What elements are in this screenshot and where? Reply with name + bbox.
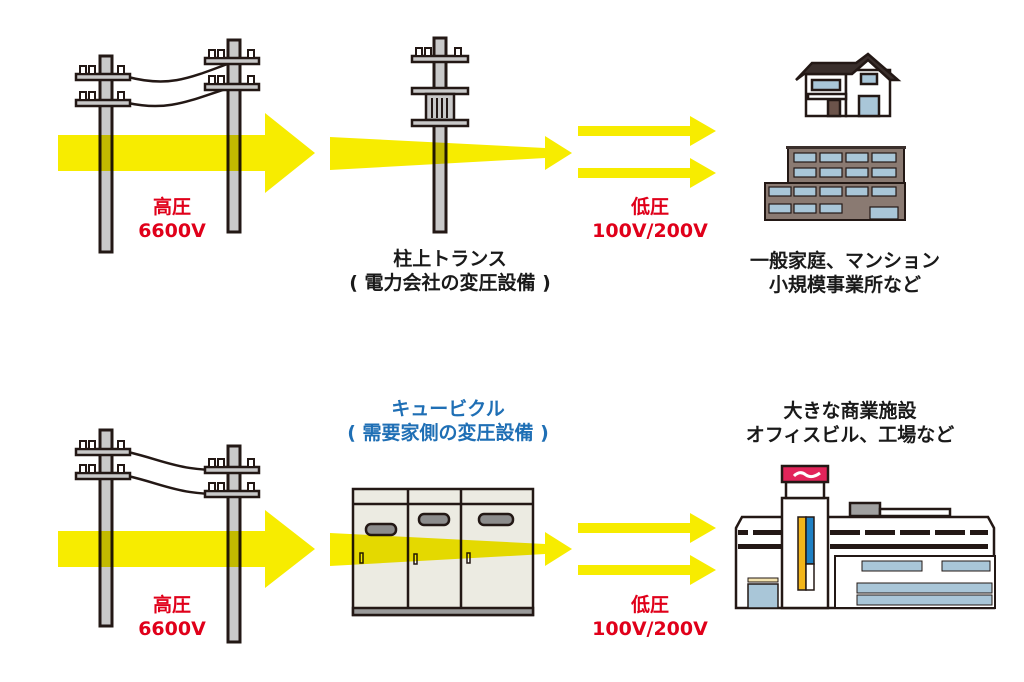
high-voltage-title: 高圧 xyxy=(152,196,191,218)
transformer-arrow xyxy=(330,532,572,566)
pole-transformer-icon xyxy=(410,36,470,234)
commercial-building-icon xyxy=(734,464,996,610)
transformer-subtitle: ( 電力会社の変圧設備 ) xyxy=(349,271,551,294)
destination-line-2: オフィスビル、工場など xyxy=(745,423,955,446)
high-voltage-label: 高圧 6600V xyxy=(132,594,212,642)
apartment-building-icon xyxy=(764,146,906,221)
transformer-label: 柱上トランス ( 電力会社の変圧設備 ) xyxy=(325,248,575,296)
low-voltage-label: 低圧 100V/200V xyxy=(575,594,725,642)
high-voltage-title: 高圧 xyxy=(152,594,191,616)
transformer-subtitle: ( 需要家側の変圧設備 ) xyxy=(347,421,549,444)
destination-label: 大きな商業施設 オフィスビル、工場など xyxy=(720,400,980,448)
low-voltage-title: 低圧 xyxy=(630,196,669,218)
transformer-arrow xyxy=(330,136,572,170)
destination-line-2: 小規模事業所など xyxy=(768,273,921,296)
high-voltage-label: 高圧 6600V xyxy=(132,196,212,244)
destination-line-1: 一般家庭、マンション xyxy=(749,250,940,272)
row-1 xyxy=(58,36,906,254)
house-icon xyxy=(795,52,902,118)
low-voltage-value: 100V/200V xyxy=(592,219,708,242)
low-voltage-title: 低圧 xyxy=(630,594,669,616)
transformer-label: キュービクル ( 需要家側の変圧設備 ) xyxy=(318,398,578,446)
high-voltage-arrow xyxy=(58,510,315,588)
low-voltage-arrows xyxy=(578,116,716,188)
high-voltage-arrow xyxy=(58,113,315,193)
destination-line-1: 大きな商業施設 xyxy=(783,400,917,422)
high-voltage-value: 6600V xyxy=(138,617,206,640)
destination-label: 一般家庭、マンション 小規模事業所など xyxy=(725,250,965,298)
row-2 xyxy=(58,428,996,644)
low-voltage-label: 低圧 100V/200V xyxy=(575,196,725,244)
high-voltage-value: 6600V xyxy=(138,219,206,242)
low-voltage-value: 100V/200V xyxy=(592,617,708,640)
transformer-title: 柱上トランス xyxy=(393,248,507,270)
transformer-title: キュービクル xyxy=(391,398,505,420)
low-voltage-arrows xyxy=(578,513,716,585)
